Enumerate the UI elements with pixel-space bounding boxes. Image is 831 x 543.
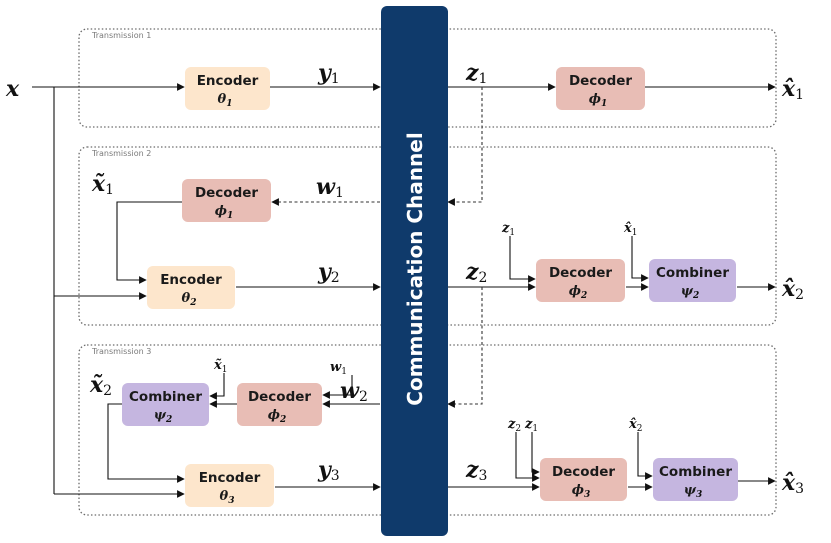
box-title: Combiner — [659, 464, 732, 480]
arrow-xt1-to-encoder2 — [116, 201, 182, 284]
arrow-w1-into-decoder2b — [322, 375, 353, 399]
symbol-w1-input: w1 — [330, 360, 347, 377]
combiner-box-2b: Combiner ψ2 — [122, 383, 209, 426]
decoder-box-2b: Decoder ϕ2 — [237, 383, 322, 426]
decoder-box-1b: Decoder ϕ1 — [182, 179, 271, 222]
combiner-box-2: Combiner ψ2 — [649, 259, 736, 302]
box-title: Encoder — [199, 470, 261, 486]
box-title: Decoder — [195, 185, 258, 201]
decoder-box-1: Decoder ϕ1 — [556, 67, 645, 110]
box-title: Decoder — [569, 73, 632, 89]
symbol-xt2: x̃2 — [89, 372, 112, 399]
symbol-z1-input: z1 — [501, 221, 515, 238]
arrow-z2-into-decoder3 — [515, 432, 540, 482]
transmission-label-1: Transmission 1 — [91, 31, 151, 40]
box-param: ϕ2 — [569, 284, 588, 301]
symbol-xhat2-input: x̂2 — [628, 417, 643, 434]
box-param: ϕ1 — [215, 204, 234, 221]
box-title: Encoder — [160, 272, 222, 288]
transmission-label-3: Transmission 3 — [91, 347, 151, 356]
encoder-box-1: Encoder θ1 — [185, 67, 270, 110]
symbol-xt1-input: x̃1 — [213, 358, 228, 375]
box-title: Encoder — [197, 73, 259, 89]
arrow-xt2-to-encoder3 — [107, 403, 185, 483]
symbol-xhat2: x̂2 — [781, 276, 804, 303]
symbol-y2: y2 — [317, 259, 340, 286]
decoder-box-3: Decoder ϕ3 — [540, 458, 627, 501]
box-param: ψ3 — [684, 483, 703, 500]
box-param: θ2 — [182, 291, 197, 308]
box-param: ϕ1 — [589, 92, 608, 109]
encoder-box-3: Encoder θ3 — [185, 464, 274, 507]
transmission-label-2: Transmission 2 — [91, 149, 151, 158]
box-title: Combiner — [129, 389, 202, 405]
communication-channel — [381, 6, 448, 536]
box-title: Decoder — [248, 389, 311, 405]
symbol-y3: y3 — [317, 457, 340, 484]
encoder-box-2: Encoder θ2 — [147, 266, 235, 309]
arrow-z1-into-decoder2 — [509, 236, 536, 283]
arrow-xt1-into-combiner — [209, 373, 225, 400]
box-param: ϕ2 — [268, 408, 287, 425]
symbol-xhat1: x̂1 — [781, 76, 804, 103]
symbol-xhat1-input: x̂1 — [623, 221, 638, 238]
box-param: θ3 — [220, 489, 235, 506]
box-param: ϕ3 — [572, 483, 591, 500]
box-title: Decoder — [549, 265, 612, 281]
dashed-feedback-z1 — [447, 87, 483, 206]
symbol-z3: z3 — [465, 457, 487, 484]
box-title: Decoder — [552, 464, 615, 480]
symbol-z2-input: z2 — [507, 417, 521, 434]
box-param: θ1 — [218, 92, 233, 109]
symbol-w1: w1 — [316, 174, 344, 201]
symbol-z1-input-3: z1 — [524, 417, 538, 434]
symbol-w2: w2 — [340, 378, 368, 405]
box-param: ψ2 — [154, 408, 173, 425]
decoder-box-2: Decoder ϕ2 — [536, 259, 625, 302]
channel-label: Communication Channel — [403, 132, 427, 405]
box-param: ψ2 — [681, 284, 700, 301]
arrow-z1-into-decoder3 — [531, 432, 540, 476]
arrow-xhat1-into-combiner2 — [631, 236, 649, 282]
box-title: Combiner — [656, 265, 729, 281]
symbol-y1: y1 — [317, 60, 340, 87]
dashed-feedback-z2 — [447, 287, 483, 408]
combiner-box-3: Combiner ψ3 — [653, 458, 738, 501]
arrow-xhat2-into-combiner3 — [637, 432, 653, 480]
symbol-z1: z1 — [465, 60, 487, 87]
symbol-z2: z2 — [465, 259, 487, 286]
symbol-xhat3: x̂3 — [781, 470, 804, 497]
symbol-xt1: x̃1 — [91, 171, 114, 198]
symbol-x: x — [5, 76, 20, 102]
